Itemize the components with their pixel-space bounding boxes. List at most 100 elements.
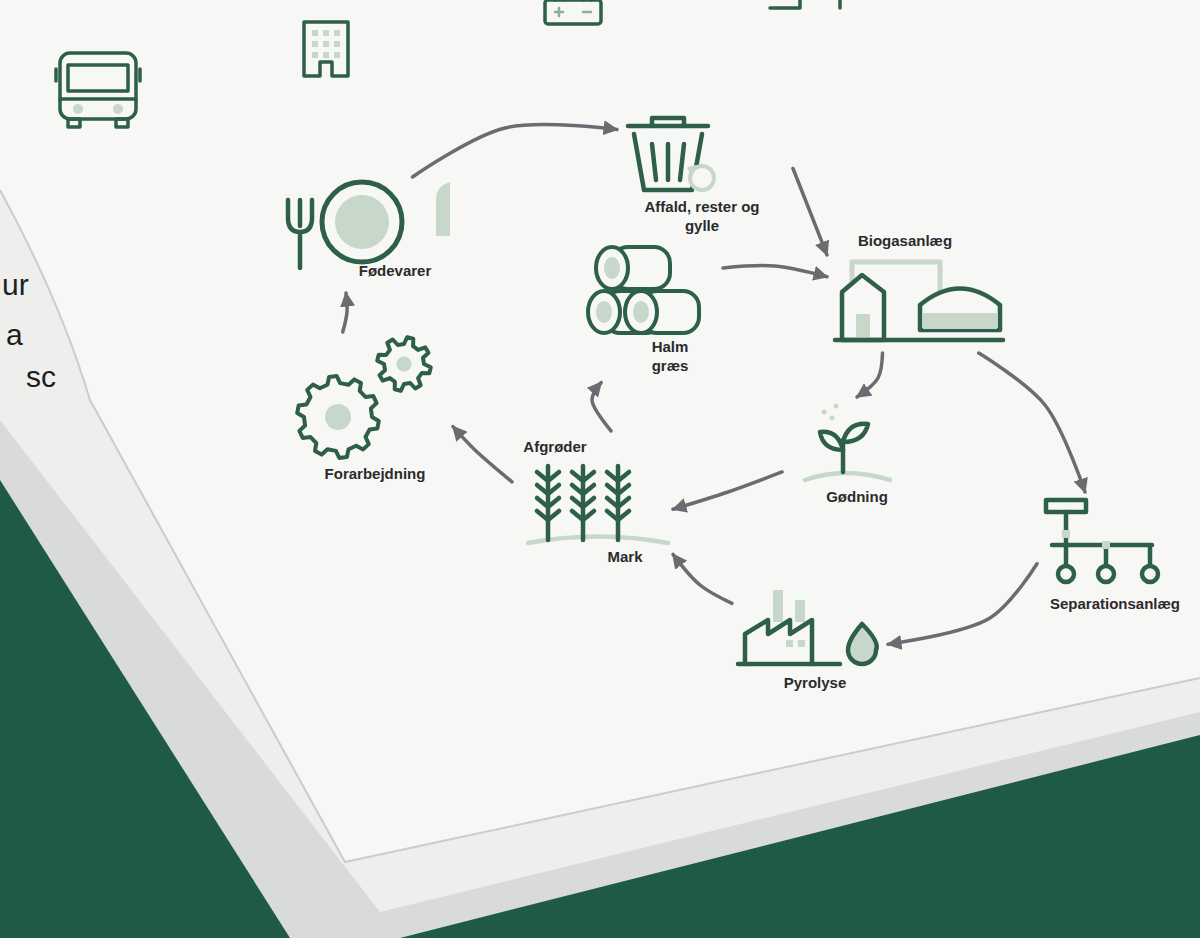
label-slot: Halm græs bbox=[644, 338, 696, 376]
gears-icon-part bbox=[297, 376, 379, 458]
top-icons-part bbox=[545, 0, 601, 24]
field-wheat-icon-part-part bbox=[607, 498, 629, 507]
flow-arrow bbox=[592, 383, 611, 432]
pyrolysis-factory-icon-part bbox=[745, 620, 812, 664]
pyrolysis-factory-icon-part bbox=[773, 590, 783, 622]
biogas-plant-icon-part bbox=[842, 275, 884, 340]
flow-arrow bbox=[723, 266, 827, 277]
node-icons bbox=[288, 118, 1158, 664]
node-label: Separationsanlæg bbox=[1050, 595, 1180, 614]
node-label: Mark bbox=[607, 548, 642, 567]
top-icons-part-part-part bbox=[334, 41, 340, 47]
fertilizer-sprout-icon-part bbox=[822, 404, 839, 421]
fertilizer-sprout-icon-part bbox=[843, 424, 868, 442]
separation-plant-icon-part bbox=[1062, 530, 1070, 538]
separation-plant-icon bbox=[1046, 500, 1158, 582]
top-icons-part-part bbox=[555, 8, 591, 16]
waste-bin-icon-part bbox=[688, 166, 696, 174]
separation-plant-icon-part bbox=[1098, 566, 1114, 582]
top-icons-part-part-part bbox=[312, 52, 318, 58]
fertilizer-sprout-icon-part-part bbox=[830, 416, 835, 421]
node-label: Affald, rester og gylle bbox=[640, 198, 765, 236]
straw-bales-icon-part bbox=[596, 301, 612, 323]
food-icon-part bbox=[335, 195, 389, 249]
label-slot: Biogasanlæg bbox=[845, 232, 965, 251]
top-icons-part-part bbox=[68, 119, 80, 127]
node-label: Halm græs bbox=[644, 338, 696, 376]
top-icons-part-part bbox=[116, 119, 128, 127]
page-text-fragment: sc bbox=[26, 360, 56, 393]
top-icons-part-part bbox=[68, 65, 128, 91]
label-slot: Forarbejdning bbox=[305, 465, 445, 484]
flow-arrow bbox=[673, 472, 782, 509]
waste-bin-icon-part bbox=[652, 144, 684, 180]
node-label: Fødevarer bbox=[359, 262, 432, 281]
flow-arrow bbox=[343, 293, 347, 332]
straw-bales-icon-part bbox=[633, 301, 649, 323]
top-icons-part bbox=[770, 0, 840, 8]
food-icon-part bbox=[436, 182, 450, 268]
page-text-fragment: a bbox=[6, 318, 23, 351]
biogas-plant-icon-part bbox=[920, 289, 1000, 331]
flow-arrow bbox=[888, 564, 1037, 644]
label-slot: Afgrøder bbox=[510, 438, 600, 457]
diagram-node: Affald, rester og gylle bbox=[620, 110, 790, 240]
separation-plant-icon-part bbox=[1058, 566, 1074, 582]
top-icons-part-part-part bbox=[323, 30, 329, 36]
fertilizer-sprout-icon-part bbox=[805, 473, 890, 480]
separation-plant-icon-part bbox=[1142, 566, 1158, 582]
flow-arrow bbox=[413, 125, 618, 177]
field-wheat-icon-part-part bbox=[572, 485, 594, 494]
top-icons-part-part-part bbox=[312, 41, 318, 47]
label-slot: Separationsanlæg bbox=[1040, 595, 1190, 614]
pyrolysis-factory-icon-part bbox=[738, 662, 840, 667]
straw-bales-icon-part bbox=[588, 291, 620, 333]
field-wheat-icon-part-part bbox=[537, 472, 559, 481]
gears-icon-part bbox=[377, 337, 431, 391]
top-icons-part-part bbox=[60, 97, 136, 101]
diagram-node: Pyrolyse bbox=[735, 580, 885, 697]
separation-plant-icon-part bbox=[1102, 541, 1110, 549]
straw-bales-icon bbox=[588, 247, 699, 333]
fertilizer-sprout-icon-part bbox=[820, 432, 843, 450]
gears-icon-part bbox=[325, 404, 351, 430]
diagram-node: Forarbejdning bbox=[285, 335, 450, 488]
top-icons-part-part-part bbox=[334, 30, 340, 36]
label-slot: Affald, rester og gylle bbox=[640, 198, 765, 236]
top-icons-part bbox=[56, 53, 140, 127]
biogas-plant-icon-part bbox=[923, 313, 997, 329]
top-icons-part-part bbox=[304, 22, 348, 76]
label-slot: Gødning bbox=[807, 488, 907, 507]
pyrolysis-factory-icon-part bbox=[848, 624, 877, 664]
field-wheat-icon-part-part bbox=[607, 511, 629, 520]
field-wheat-icon-part-part bbox=[537, 485, 559, 494]
food-icon-part bbox=[288, 200, 312, 268]
top-icons-part-part bbox=[545, 0, 601, 24]
connector-layer-part bbox=[343, 125, 1085, 645]
separation-plant-icon-part bbox=[1052, 512, 1152, 566]
book-background-part bbox=[0, 190, 1200, 862]
top-icons-part bbox=[304, 22, 348, 76]
flow-arrow bbox=[453, 427, 512, 482]
book-background-part bbox=[0, 0, 1200, 862]
diagram-node: Gødning bbox=[785, 400, 905, 511]
node-label: Gødning bbox=[826, 488, 888, 507]
waste-bin-icon-part bbox=[652, 118, 684, 126]
pyrolysis-factory-icon-part bbox=[795, 600, 805, 622]
straw-bales-icon-part bbox=[604, 257, 620, 279]
pyrolysis-factory-icon bbox=[738, 590, 877, 664]
diagram-node: Biogasanlæg bbox=[830, 228, 1005, 350]
field-wheat-icon-part-part bbox=[607, 472, 629, 481]
gears-icon bbox=[297, 337, 431, 458]
fertilizer-sprout-icon-part-part bbox=[822, 410, 827, 415]
node-label: Forarbejdning bbox=[325, 465, 426, 484]
straw-bales-icon-part bbox=[625, 291, 657, 333]
top-icons-part-part-part bbox=[334, 52, 340, 58]
waste-bin-icon bbox=[628, 118, 714, 190]
biogas-plant-icon-part bbox=[856, 314, 870, 338]
node-label: Biogasanlæg bbox=[858, 232, 952, 251]
diagram-node: Separationsanlæg bbox=[1040, 495, 1190, 620]
